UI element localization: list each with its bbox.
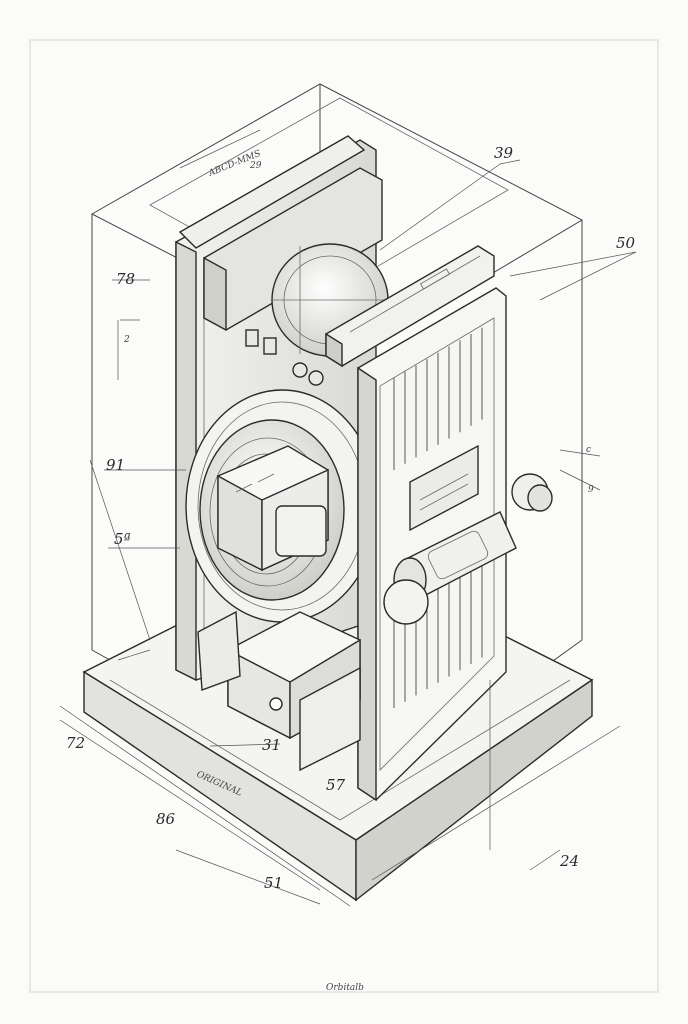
- dim-label-39: 39: [494, 144, 514, 162]
- radiator-panel: [357, 287, 507, 802]
- dim-label-9: 9: [588, 485, 594, 495]
- dim-label-2: 2: [123, 335, 130, 345]
- dim-label-24: 24: [559, 852, 579, 870]
- dim-label-78: 78: [116, 270, 135, 288]
- drum-core-module: [217, 445, 329, 572]
- dimension-lines: [59, 129, 637, 907]
- side-cylinder: [383, 473, 553, 625]
- top-bracket: [325, 245, 495, 368]
- lower-module-boxes: [197, 610, 361, 772]
- dim-label-51: 51: [264, 874, 283, 892]
- top-motor-block: [178, 135, 389, 386]
- dim-label-72: 72: [66, 734, 85, 752]
- dim-label-29: 29: [249, 161, 262, 171]
- dim-label-5a: 5ª: [114, 530, 131, 548]
- dim-label-31: 31: [262, 736, 281, 754]
- dim-label-c: c: [586, 445, 591, 455]
- dim-label-91: 91: [106, 456, 125, 474]
- sheet-border: [29, 39, 659, 993]
- signature: Orbitalb: [326, 983, 364, 993]
- dim-label-86: 86: [156, 810, 176, 828]
- dim-label-50: 50: [616, 234, 636, 252]
- dim-label-57: 57: [326, 776, 346, 794]
